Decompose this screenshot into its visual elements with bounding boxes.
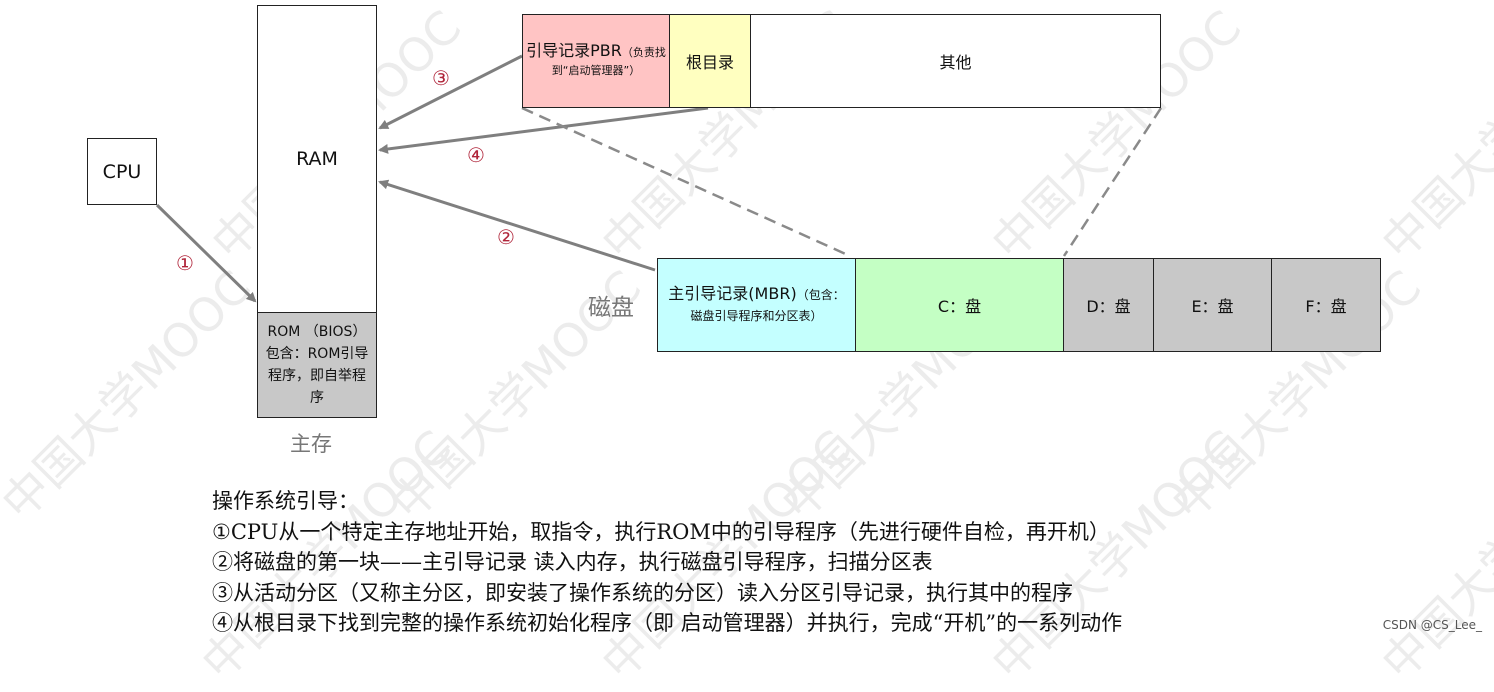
partition-layout: 引导记录PBR（负责找到“启动管理器”） 根目录 其他	[522, 14, 1161, 108]
ram-label: RAM	[296, 148, 338, 170]
description-line4: ④从根目录下找到完整的操作系统初始化程序（即 启动管理器）并执行，完成“开机”的…	[212, 611, 1123, 635]
mbr-note: （包含：磁盘引导程序和分区表）	[690, 288, 845, 323]
root-dir-cell: 根目录	[670, 15, 751, 107]
pbr-cell: 引导记录PBR（负责找到“启动管理器”）	[523, 15, 670, 107]
d-drive-label: D：盘	[1086, 297, 1131, 316]
step3-marker: ③	[432, 66, 450, 90]
zoom-line-right	[1062, 107, 1163, 257]
arrow-step2	[378, 179, 656, 272]
cpu-box: CPU	[87, 138, 157, 205]
connector-layer	[155, 54, 1163, 303]
mbr-cell: 主引导记录(MBR)（包含：磁盘引导程序和分区表）	[658, 259, 856, 351]
footer-credit: CSDN @CS_Lee_	[1382, 618, 1482, 632]
description-title: 操作系统引导：	[212, 489, 359, 513]
ram-box: RAM	[257, 5, 377, 314]
step4-marker: ④	[467, 143, 485, 167]
description-line1: ①CPU从一个特定主存地址开始，取指令，执行ROM中的引导程序（先进行硬件自检，…	[212, 519, 1110, 544]
disk-layout: 主引导记录(MBR)（包含：磁盘引导程序和分区表） C：盘 D：盘 E：盘 F：…	[657, 258, 1381, 352]
step2-marker: ②	[497, 225, 515, 249]
pbr-note: （负责找到“启动管理器”）	[551, 46, 666, 77]
boot-description: 操作系统引导： ①CPU从一个特定主存地址开始，取指令，执行ROM中的引导程序（…	[212, 486, 1122, 639]
f-drive-cell: F：盘	[1272, 259, 1380, 351]
other-cell: 其他	[751, 15, 1160, 107]
rom-label: ROM （BIOS）包含：ROM引导程序，即自举程序	[265, 324, 369, 406]
pbr-label: 引导记录PBR	[526, 41, 622, 60]
arrow-step4	[378, 106, 709, 154]
zoom-line-left	[521, 106, 851, 258]
arrow-step3	[378, 54, 523, 130]
mbr-label: 主引导记录(MBR)	[668, 284, 797, 303]
e-drive-cell: E：盘	[1154, 259, 1272, 351]
c-drive-label: C：盘	[937, 297, 982, 316]
f-drive-label: F：盘	[1305, 297, 1347, 316]
main-memory-label: 主存	[290, 432, 332, 456]
other-label: 其他	[939, 53, 972, 72]
arrow-step1	[155, 203, 257, 303]
step1-marker: ①	[176, 251, 194, 275]
d-drive-cell: D：盘	[1064, 259, 1154, 351]
root-dir-label: 根目录	[685, 53, 734, 72]
e-drive-label: E：盘	[1191, 297, 1234, 316]
disk-label: 磁盘	[588, 295, 634, 321]
description-line2: ②将磁盘的第一块——主引导记录 读入内存，执行磁盘引导程序，扫描分区表	[212, 550, 933, 574]
c-drive-cell: C：盘	[856, 259, 1064, 351]
rom-box: ROM （BIOS）包含：ROM引导程序，即自举程序	[257, 312, 377, 418]
description-line3: ③从活动分区（又称主分区，即安装了操作系统的分区）读入分区引导记录，执行其中的程…	[212, 580, 1073, 605]
cpu-label: CPU	[102, 160, 142, 183]
